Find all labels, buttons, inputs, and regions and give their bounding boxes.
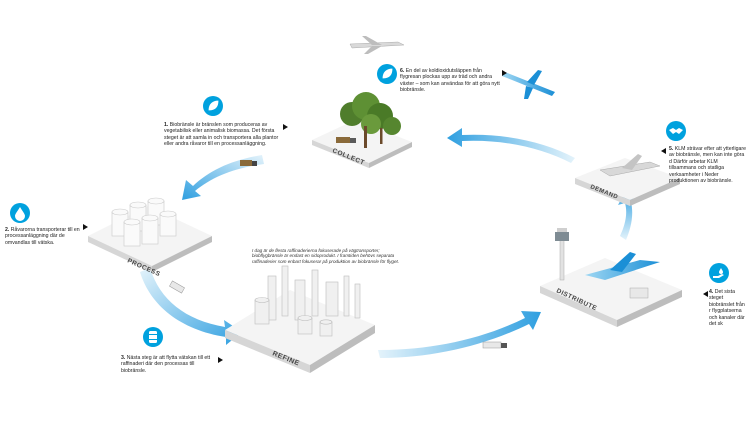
pointer-step-1 [283, 124, 288, 130]
arrow-collect-to-process [182, 155, 264, 200]
step-2-caption: 2. Råvarorna transporterar till en proce… [5, 227, 83, 246]
refine-platform [225, 265, 375, 373]
pointer-step-2 [83, 224, 88, 230]
refine-note: I dag är de flesta raffinaderierna fokus… [252, 248, 400, 264]
step-4-fuel-hand-icon [709, 263, 729, 283]
step-4-text: Det sista steget biobränslet från r flyg… [709, 289, 745, 328]
arrow-refine-to-distribute [378, 311, 541, 358]
airplane-grey-icon [349, 36, 405, 54]
step-6-caption: 6. En del av koldioxidutsläppen från fly… [400, 68, 502, 94]
process-platform [88, 197, 212, 272]
pointer-step-5 [661, 148, 666, 154]
step-6-number: 6. [400, 68, 405, 74]
step-2-droplet-icon [10, 203, 30, 223]
step-3-number: 3. [121, 355, 126, 361]
pointer-step-6 [502, 70, 507, 76]
step-3-caption: 3. Nästa steg är att flytta vätskan till… [121, 355, 217, 374]
truck-refine-icon [482, 341, 507, 349]
demand-platform [575, 154, 680, 206]
step-5-text: KLM strävar efter att ytterligare av bio… [669, 146, 746, 185]
truck-collect-icon [240, 160, 257, 166]
step-5-caption: 5. KLM strävar efter att ytterligare av … [669, 146, 746, 184]
step-5-number: 5. [669, 146, 674, 152]
pointer-step-4 [703, 291, 708, 297]
step-4-number: 4. [709, 289, 714, 295]
collect-platform [312, 92, 412, 168]
step-4-caption: 4. Det sista steget biobränslet från r f… [709, 289, 746, 327]
distribute-platform [540, 228, 682, 327]
step-3-text: Nästa steg är att flytta vätskan till et… [121, 355, 211, 374]
step-3-barrel-icon [143, 327, 163, 347]
step-6-text: En del av koldioxidutsläppen från flygre… [400, 68, 500, 94]
pointer-step-3 [218, 357, 223, 363]
truck-process-icon [169, 280, 185, 294]
step-2-text: Råvarorna transporterar till en processa… [5, 227, 80, 246]
step-6-leaf-icon [377, 64, 397, 84]
step-2-number: 2. [5, 227, 10, 233]
airplane-blue-icon [502, 70, 555, 99]
step-1-text: Biobränsle är bränslen som produceras av… [164, 122, 279, 148]
arrow-process-to-refine [140, 268, 242, 345]
step-1-number: 1. [164, 122, 169, 128]
step-1-leaf-icon [203, 96, 223, 116]
step-5-handshake-icon [666, 121, 686, 141]
step-1-caption: 1. Biobränsle är bränslen som produceras… [164, 122, 282, 148]
arrow-demand-to-collect [447, 128, 575, 163]
